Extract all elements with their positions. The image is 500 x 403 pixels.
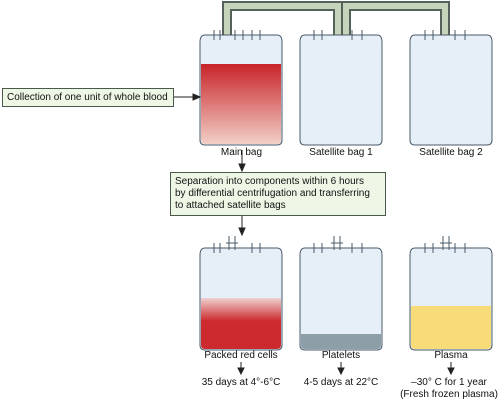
collection-box: Collection of one unit of whole blood — [2, 88, 174, 107]
platelets-bag — [299, 247, 383, 351]
platelets-storage: 4-5 days at 22°C — [303, 377, 379, 388]
main-bag — [199, 34, 283, 146]
arrows — [172, 93, 455, 376]
packed-red-cells-bag — [199, 247, 283, 351]
platelets-label: Platelets — [321, 350, 361, 361]
bag-ports-bottom — [213, 236, 466, 253]
satellite-bag-1 — [299, 34, 383, 146]
packed-red-cells-fill — [201, 298, 281, 349]
separation-line-1: Separation into components within 6 hour… — [175, 176, 365, 187]
plasma-bag — [409, 247, 493, 351]
whole-blood-fill — [201, 64, 281, 144]
separation-line-3: to attached satellite bags — [175, 200, 286, 211]
tubing — [222, 1, 450, 36]
satellite-bag-2-label: Satellite bag 2 — [419, 147, 483, 158]
satellite-bag-1-label: Satellite bag 1 — [309, 147, 373, 158]
main-bag-label: Main bag — [220, 147, 263, 158]
packed-red-cells-label: Packed red cells — [204, 350, 278, 361]
platelets-fill — [301, 334, 381, 349]
separation-box: Separation into components within 6 hour… — [170, 172, 386, 216]
separation-line-2: by differential centrifugation and trans… — [175, 188, 370, 199]
plasma-storage-line-1: –30° C for 1 year — [411, 377, 487, 388]
plasma-storage-line-2: (Fresh frozen plasma) — [400, 389, 498, 400]
collection-label: Collection of one unit of whole blood — [7, 92, 168, 103]
bag-ports-top — [213, 30, 466, 40]
plasma-label: Plasma — [434, 350, 468, 361]
satellite-bag-2 — [409, 34, 493, 146]
plasma-fill — [411, 306, 491, 349]
red-cells-storage: 35 days at 4°-6°C — [201, 377, 281, 388]
